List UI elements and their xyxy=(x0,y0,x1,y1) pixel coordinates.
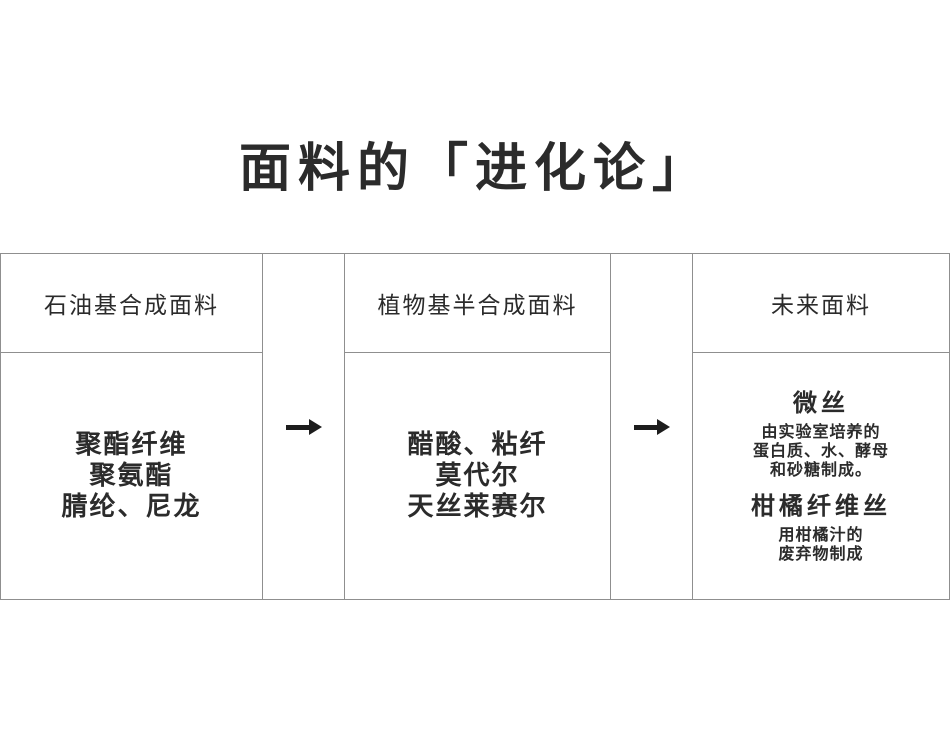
stage-column-future: 未来面料 微丝 由实验室培养的 蛋白质、水、酵母 和砂糖制成。 柑橘纤维丝 用柑… xyxy=(692,254,949,599)
arrow-shaft xyxy=(285,424,312,430)
page-title: 面料的「进化论」 xyxy=(238,139,711,199)
material-item: 聚氨酯 xyxy=(89,460,174,491)
stage-header-label: 未来面料 xyxy=(771,293,871,319)
arrow-cell-2 xyxy=(610,254,692,599)
stage-body-plant-based: 醋酸、粘纤 莫代尔 天丝莱赛尔 xyxy=(345,353,610,599)
arrow-shaft xyxy=(633,424,660,430)
future-material-microsilk: 微丝 由实验室培养的 蛋白质、水、酵母 和砂糖制成。 xyxy=(753,388,889,479)
future-material-description: 用柑橘汁的 废弃物制成 xyxy=(751,525,891,563)
stage-header-petroleum: 石油基合成面料 xyxy=(1,254,262,353)
material-item: 莫代尔 xyxy=(435,460,520,491)
material-item: 醋酸、粘纤 xyxy=(407,429,548,460)
material-item: 聚酯纤维 xyxy=(75,429,188,460)
evolution-table: 石油基合成面料 聚酯纤维 聚氨酯 腈纶、尼龙 植物基半合成面料 醋酸、粘纤 莫代… xyxy=(0,253,950,600)
stage-header-future: 未来面料 xyxy=(693,254,949,353)
material-item: 天丝莱赛尔 xyxy=(407,491,548,522)
material-item: 腈纶、尼龙 xyxy=(61,491,202,522)
stage-body-petroleum: 聚酯纤维 聚氨酯 腈纶、尼龙 xyxy=(1,353,262,599)
stage-column-plant-based: 植物基半合成面料 醋酸、粘纤 莫代尔 天丝莱赛尔 xyxy=(344,254,610,599)
description-line: 废弃物制成 xyxy=(778,543,864,563)
stage-header-label: 石油基合成面料 xyxy=(44,293,219,319)
future-material-citrus-fiber: 柑橘纤维丝 用柑橘汁的 废弃物制成 xyxy=(751,491,891,563)
arrow-head xyxy=(308,418,322,435)
future-material-name: 柑橘纤维丝 xyxy=(751,491,891,520)
stage-body-future: 微丝 由实验室培养的 蛋白质、水、酵母 和砂糖制成。 柑橘纤维丝 用柑橘汁的 废… xyxy=(693,353,949,599)
future-material-description: 由实验室培养的 蛋白质、水、酵母 和砂糖制成。 xyxy=(753,422,889,479)
stage-column-petroleum: 石油基合成面料 聚酯纤维 聚氨酯 腈纶、尼龙 xyxy=(1,254,262,599)
future-material-name: 微丝 xyxy=(792,388,849,417)
stage-header-label: 植物基半合成面料 xyxy=(377,293,578,319)
right-arrow-icon xyxy=(633,418,670,435)
description-line: 由实验室培养的 xyxy=(761,421,881,441)
right-arrow-icon xyxy=(285,418,322,435)
arrow-head xyxy=(656,418,670,435)
description-line: 用柑橘汁的 xyxy=(778,524,864,544)
stage-header-plant-based: 植物基半合成面料 xyxy=(345,254,610,353)
arrow-cell-1 xyxy=(262,254,344,599)
description-line: 蛋白质、水、酵母 xyxy=(752,440,889,460)
description-line: 和砂糖制成。 xyxy=(769,459,872,479)
